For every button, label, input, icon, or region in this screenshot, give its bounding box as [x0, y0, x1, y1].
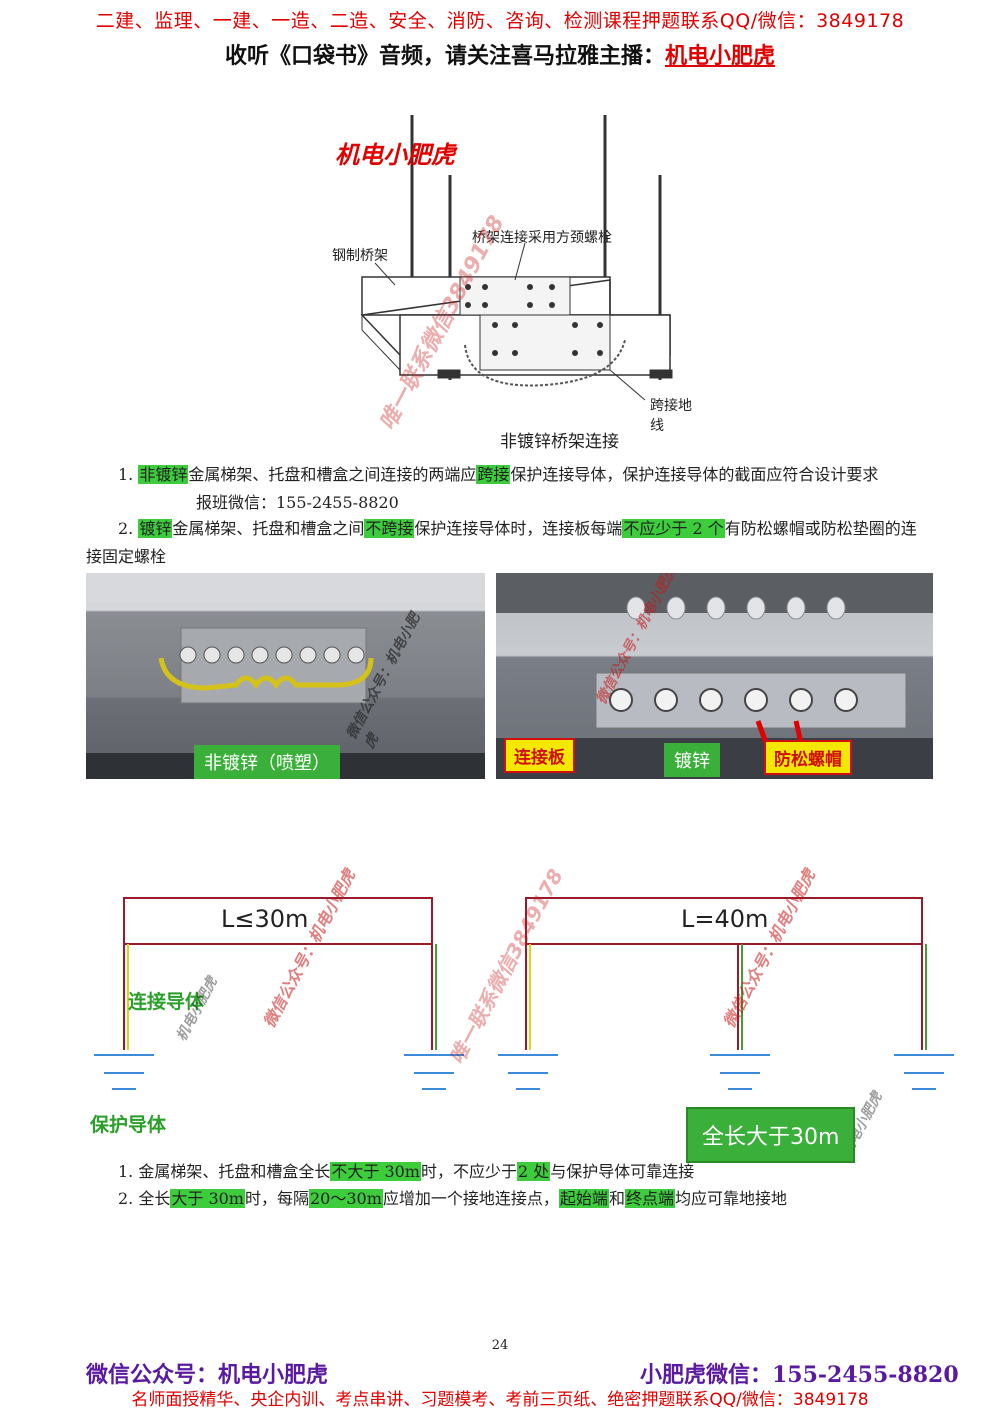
photo-galvanized: 连接板 镀锌 防松螺帽 微信公众号：机电小肥虎: [496, 573, 933, 779]
photo-right-svg: [496, 573, 933, 779]
tray-connection-diagram: 机电小肥虎 钢制桥架 桥架连接采用方颈螺栓 跨接地线 非镀锌桥架连接: [320, 115, 700, 455]
rule-1-paragraph: 1. 非镀锌金属梯架、托盘和槽盒之间连接的两端应跨接保护连接导体，保护连接导体的…: [86, 461, 926, 517]
hl-over-30m: 大于 30m: [170, 1189, 245, 1208]
header-audio-link[interactable]: 机电小肥虎: [665, 44, 776, 69]
grounding-svg: [94, 897, 954, 1090]
tag-non-galvanized: 非镀锌（喷塑）: [194, 745, 340, 779]
hl-at-least-two: 不应少于 2 个: [622, 519, 725, 538]
rule-2-number: 2.: [118, 519, 139, 538]
footer-wechat-account: 微信公众号：机电小肥虎: [86, 1363, 329, 1388]
header-audio-prefix: 收听《口袋书》音频，请关注喜马拉雅主播：: [224, 44, 665, 69]
page-number: 24: [491, 1338, 509, 1353]
hl-interval: 20～30m: [309, 1189, 383, 1208]
hl-two-places: 2 处: [517, 1162, 551, 1181]
hl-not-over-30m: 不大于 30m: [330, 1162, 421, 1181]
diagram-caption: 非镀锌桥架连接: [500, 432, 619, 452]
rule-1-text-a: 金属梯架、托盘和槽盒之间连接的两端应: [188, 465, 477, 484]
tag-anti-loose-nut: 防松螺帽: [764, 740, 852, 775]
rule-3-text-a: 1. 金属梯架、托盘和槽盒全长: [118, 1162, 331, 1181]
rule-1-number: 1.: [118, 465, 139, 484]
rule-2-text-c: 有防松螺帽或防松垫圈的连接固定螺栓: [86, 519, 917, 566]
rule-3-paragraph: 1. 金属梯架、托盘和槽盒全长不大于 30m时，不应少于2 处与保护导体可靠连接: [86, 1158, 926, 1186]
length-label-right: L=40m: [681, 905, 769, 933]
rule-2-text-a: 金属梯架、托盘和槽盒之间: [172, 519, 365, 538]
hl-end-end: 终点端: [624, 1189, 675, 1208]
tag-total-over-30m: 全长大于30m: [686, 1107, 856, 1163]
rule-4-text-d: 和: [608, 1189, 625, 1208]
hl-jumper: 跨接: [476, 465, 511, 484]
rule-4-text-a: 2. 全长: [118, 1189, 171, 1208]
rule-4-text-b: 时，每隔: [244, 1189, 309, 1208]
hl-galvanized: 镀锌: [138, 519, 173, 538]
rule-4-paragraph: 2. 全长大于 30m时，每隔20～30m应增加一个接地连接点，起始端和终点端均…: [86, 1185, 926, 1213]
grounding-diagram: L≤30m L=40m 连接导体 保护导体 微信公众号：机电小肥虎 微信公众号：…: [86, 865, 956, 1159]
diagram-brand-watermark: 机电小肥虎: [335, 141, 455, 169]
rule-1-text-b: 保护连接导体，保护连接导体的截面应符合设计要求: [510, 465, 879, 484]
label-square-bolt: 桥架连接采用方颈螺栓: [472, 230, 612, 246]
rule-2-paragraph: 2. 镀锌金属梯架、托盘和槽盒之间不跨接保护连接导体时，连接板每端不应少于 2 …: [86, 515, 926, 571]
rule-3-text-b: 时，不应少于: [420, 1162, 517, 1181]
label-connect-conductor: 连接导体: [128, 991, 205, 1013]
tag-galvanized: 镀锌: [664, 743, 720, 777]
footer-promo-line: 名师面授精华、央企内训、考点串讲、习题模考、考前三页纸、绝密押题联系QQ/微信：…: [131, 1390, 869, 1410]
header-promo-line: 二建、监理、一建、一造、二造、安全、消防、咨询、检测课程押题联系QQ/微信：38…: [95, 10, 905, 32]
header-audio-line: 收听《口袋书》音频，请关注喜马拉雅主播：机电小肥虎: [0, 38, 1000, 70]
label-steel-tray: 钢制桥架: [332, 248, 388, 264]
hl-non-galvanized: 非镀锌: [138, 465, 189, 484]
rule-1-contact: 报班微信：155-2455-8820: [196, 493, 399, 512]
hl-no-jumper: 不跨接: [364, 519, 415, 538]
tag-connection-plate: 连接板: [504, 738, 575, 773]
rule-3-text-c: 与保护导体可靠连接: [550, 1162, 695, 1181]
rule-4-text-c: 应增加一个接地连接点，: [382, 1189, 559, 1208]
photo-left-svg: [86, 573, 485, 779]
rule-2-text-b: 保护连接导体时，连接板每端: [414, 519, 623, 538]
footer-wechat-contact: 小肥虎微信：155-2455-8820: [640, 1362, 959, 1388]
rule-4-text-e: 均应可靠地接地: [674, 1189, 787, 1208]
label-jumper-wire: 跨接地线: [650, 398, 692, 434]
photo-non-galvanized: 非镀锌（喷塑） 微信公众号：机电小肥虎: [86, 573, 485, 779]
label-protect-conductor: 保护导体: [90, 1114, 167, 1136]
tray-drawing-svg: [360, 115, 673, 401]
length-label-left: L≤30m: [221, 905, 309, 933]
hl-start-end: 起始端: [558, 1189, 609, 1208]
